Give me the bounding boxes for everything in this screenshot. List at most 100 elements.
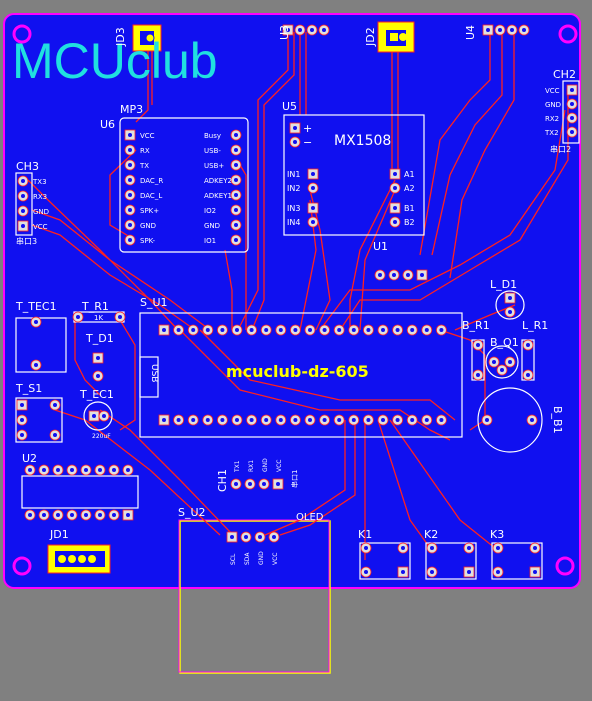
u2-bottom-pad [24, 509, 36, 521]
mp3-right-pad [230, 219, 242, 231]
ch2-pin-label: TX2 [544, 129, 559, 137]
key-pad [426, 566, 438, 578]
mp3-right-pin-label: Busy [204, 132, 221, 140]
u3-pad [294, 24, 306, 36]
u2-top-pad [94, 464, 106, 476]
s-u2-pin-label: SCL [230, 553, 237, 565]
mx-power-pad [289, 136, 301, 148]
u2-bottom-pad [52, 509, 64, 521]
mp3-right-pin-label: IO2 [204, 207, 216, 215]
u1-pad [374, 269, 386, 281]
u2-bottom-pad [80, 509, 92, 521]
mp3-left-pin-label: RX [140, 147, 150, 155]
s-u1-bottom-pad [362, 414, 374, 426]
jd1-label: JD1 [49, 528, 69, 541]
mx-out-pin-label: B1 [404, 204, 415, 213]
s-u1-bottom-pad [289, 414, 301, 426]
s-u1-top-pad [260, 324, 272, 336]
t-ec1-label: T_EC1 [79, 388, 114, 401]
key-pad [492, 566, 504, 578]
ch2-pin-label: VCC [545, 87, 560, 95]
t-r1-pad [114, 311, 126, 323]
key-pad [463, 566, 475, 578]
mp3-left-pin-label: SPK- [140, 237, 156, 245]
s-u1-top-pad [158, 324, 170, 336]
s-u1-top-pad [333, 324, 345, 336]
jd2-label: JD2 [364, 27, 377, 47]
mp3-right-pin-label: USB- [204, 147, 221, 155]
u3-pad [282, 24, 294, 36]
u3-label: U3 [278, 25, 291, 40]
b-q1-pad [488, 356, 500, 368]
l-r1-label: L_R1 [522, 319, 548, 332]
s-u1-top-pad [173, 324, 185, 336]
usb-label: USB [149, 364, 159, 382]
mp3-right-pad [230, 144, 242, 156]
u1-pad [416, 269, 428, 281]
u2-bottom-pad [108, 509, 120, 521]
mp3-left-pad [124, 234, 136, 246]
l-r1-pad [522, 339, 534, 351]
s-u1-bottom-pad [202, 414, 214, 426]
s-u1-label: S_U1 [140, 296, 168, 309]
s-u1-top-pad [319, 324, 331, 336]
t-s1-pad [16, 414, 28, 426]
u2-bottom-pad [122, 509, 134, 521]
jd1-connector [47, 544, 111, 574]
u2-bottom-pad [94, 509, 106, 521]
mx-power-pad [289, 122, 301, 134]
mp3-right-pad [230, 174, 242, 186]
ch2-pad [566, 112, 578, 124]
u6-label: U6 [100, 118, 115, 131]
ch1-pad [230, 478, 242, 490]
t-r1-pad [72, 311, 84, 323]
u2-top-pad [80, 464, 92, 476]
pcb-board [3, 13, 581, 589]
t-r1-value: 1K [94, 314, 103, 322]
s-u1-top-pad [231, 324, 243, 336]
mounting-holes [12, 24, 578, 576]
s-u2-pad [240, 531, 252, 543]
u2-bottom-pad [66, 509, 78, 521]
b-b1-pad [526, 414, 538, 426]
mp3-left-pin-label: DAC_R [140, 177, 163, 185]
ch3-pin-label: VCC [33, 223, 48, 231]
mp3-left-pin-label: GND [140, 222, 156, 230]
key-pad [492, 542, 504, 554]
ch3-sub: 串口3 [16, 237, 37, 246]
l-d1-pad [504, 306, 516, 318]
s-u1-top-pad [289, 324, 301, 336]
mx-out-pad [389, 202, 401, 214]
s-u1-bottom-pad [187, 414, 199, 426]
mx1508-label: MX1508 [334, 133, 391, 149]
t-d1-label: T_D1 [85, 332, 114, 345]
mx-in-pin-label: IN1 [287, 170, 300, 179]
mp3-right-pin-label: ADKEY1 [204, 192, 232, 200]
mp3-right-pad [230, 189, 242, 201]
s-u2-label: S_U2 [178, 506, 206, 519]
s-u1-top-pad [246, 324, 258, 336]
mp3-right-pin-label: IO1 [204, 237, 216, 245]
s-u1-bottom-pad [319, 414, 331, 426]
s-u1-top-pad [187, 324, 199, 336]
mp3-left-pad [124, 129, 136, 141]
ch2-pin-label: RX2 [545, 115, 559, 123]
ch1-pad [258, 478, 270, 490]
mx-out-pin-label: A2 [404, 184, 415, 193]
u2-top-pad [66, 464, 78, 476]
oled-module-outline-2 [178, 519, 330, 673]
u4-pad [506, 24, 518, 36]
u4-label: U4 [464, 25, 477, 40]
oled-label: OLED [296, 512, 324, 523]
mp3-left-pad [124, 159, 136, 171]
k1-label: K1 [358, 528, 372, 541]
mx-out-pin-label: A1 [404, 170, 415, 179]
ch1-sub: 串口1 [291, 470, 299, 488]
u3-pad [306, 24, 318, 36]
key-pad [360, 542, 372, 554]
l-d1-label: L_D1 [490, 278, 517, 291]
mp3-right-pin-label: USB+ [204, 162, 224, 170]
mx-in-pad [307, 216, 319, 228]
key-pad [397, 542, 409, 554]
